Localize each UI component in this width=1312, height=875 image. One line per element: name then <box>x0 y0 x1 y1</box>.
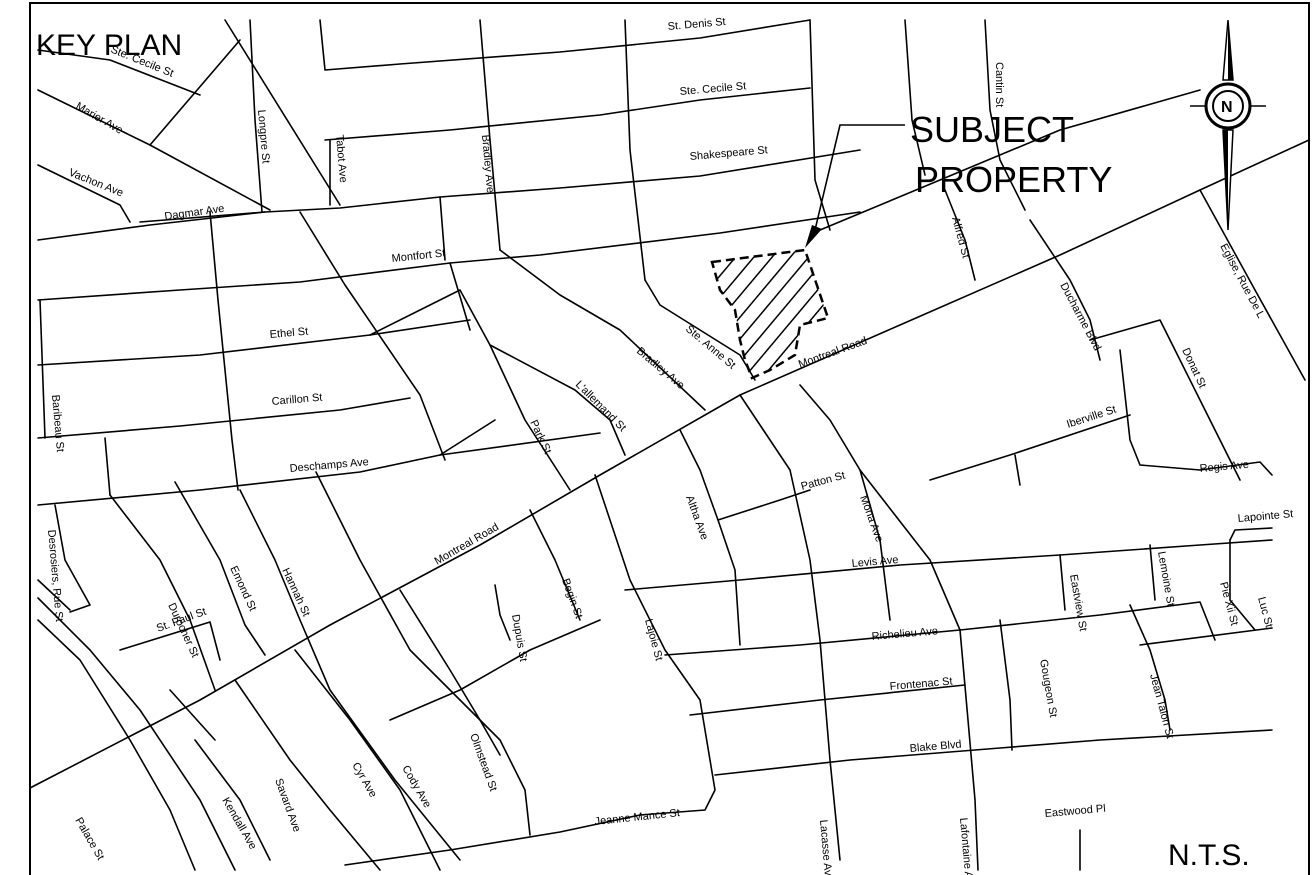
subject-label-line2: PROPERTY <box>915 159 1112 200</box>
scale-note: N.T.S. <box>1168 839 1250 872</box>
subject-leader <box>805 124 905 248</box>
street-label: Bradley Ave <box>479 134 496 193</box>
road-network <box>29 19 1310 871</box>
street-label: Tabot Ave <box>333 134 349 183</box>
street-label: Blake Blvd <box>909 739 962 755</box>
subject-label-line1: SUBJECT <box>910 109 1074 150</box>
north-letter: N <box>1221 99 1233 116</box>
street-label: Richelieu Ave <box>871 625 938 643</box>
street-label: Lapointe St <box>1237 508 1293 525</box>
street-label: Frontenac St <box>889 676 953 693</box>
north-arrow-icon: N <box>1190 19 1266 231</box>
street-label: Lacasse Ave <box>817 819 834 875</box>
street-label: Levis Ave <box>851 554 899 570</box>
street-label: St. Denis St <box>667 16 726 33</box>
street-label: Montfort St <box>391 247 446 265</box>
street-label: Lafontaine Ave <box>957 817 975 875</box>
street-label: Eastwood Pl <box>1044 803 1106 820</box>
street-label: Ethel St <box>269 326 308 341</box>
subject-property-parcel <box>710 248 830 380</box>
street-label: Baribeau St <box>49 394 66 452</box>
map-border <box>29 2 1310 875</box>
street-label: Carillon St <box>271 392 323 408</box>
map-title: KEY PLAN <box>36 29 182 62</box>
street-label: Longpre St <box>255 109 272 164</box>
street-label: Cantin St <box>993 62 1005 107</box>
street-label: Regis Ave <box>1199 459 1249 475</box>
street-label: Ste. Cecile St <box>679 80 746 98</box>
